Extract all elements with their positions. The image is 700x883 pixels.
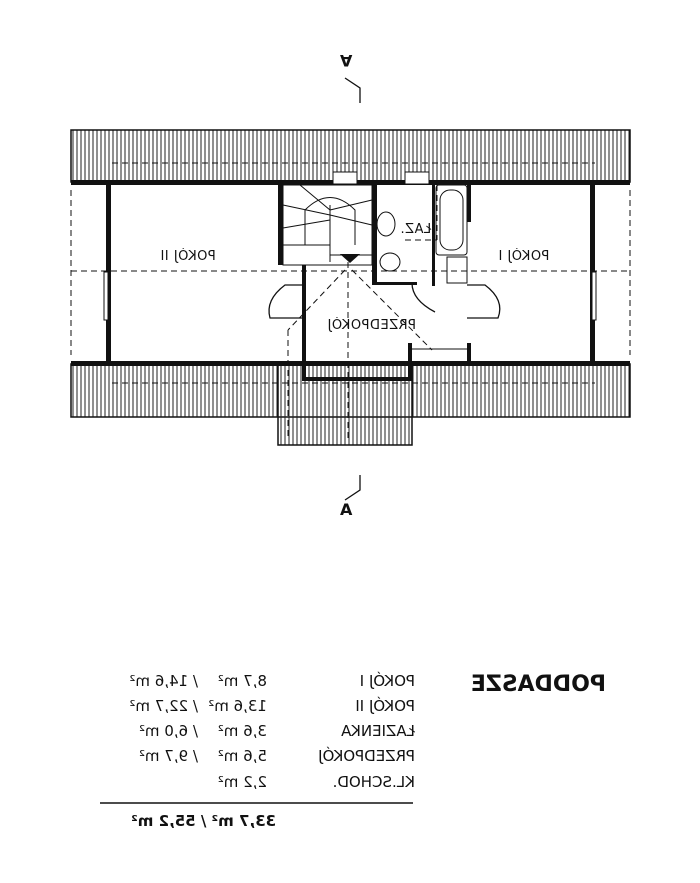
legend-room-name: POKÓJ I [359, 672, 415, 690]
legend-room-area: 13,6 m² [208, 697, 267, 715]
legend-sum: 33,7 m² / 55,2 m² [131, 812, 276, 830]
section-marker-bottom: A [340, 500, 353, 519]
legend-room-name: KL.SCHOD. [332, 773, 415, 791]
legend-room-area: 8,7 m² [217, 672, 267, 690]
legend-room-name: PRZEDPOKÓJ [318, 747, 415, 765]
legend-room-name: POKÓJ II [355, 697, 415, 715]
section-marker-top: A [340, 51, 353, 70]
legend-room-area: 2,2 m² [217, 773, 267, 791]
roof-bump [277, 363, 413, 446]
legend-room-total: / 6,0 m² [138, 722, 198, 740]
room-label-przedpokoj: PRZEDPOKÓJ [327, 318, 416, 333]
legend-room-total: / 9,7 m² [138, 747, 198, 765]
legend-title: PODDASZE [470, 672, 606, 697]
legend-room-area: 5,6 m² [217, 747, 267, 765]
stair-arrow-icon [340, 254, 360, 263]
room-label-pokoj-i: POKÓJ I [498, 249, 550, 264]
legend-room-total: / 14,6 m² [129, 672, 198, 690]
room-label-laz: ŁAZ. [400, 222, 432, 237]
legend-room-total: / 22,7 m² [129, 697, 198, 715]
legend-room-name: ŁAZIENKA [341, 722, 415, 740]
legend-room-area: 3,6 m² [217, 722, 267, 740]
room-label-pokoj-ii: POKÓJ II [160, 249, 216, 264]
